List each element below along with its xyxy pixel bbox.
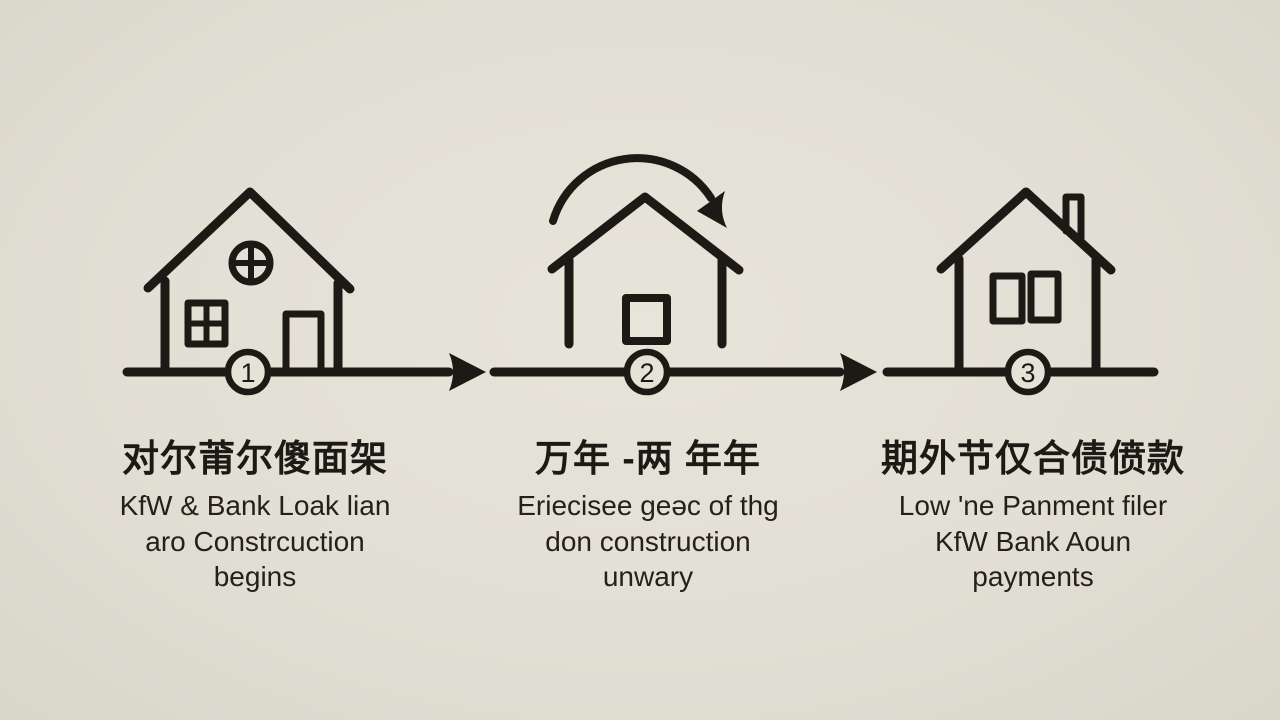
step-circle [1004, 348, 1052, 396]
roof-line [547, 192, 744, 275]
step-number: 2 [639, 358, 654, 388]
step-marker-3: 3 [1004, 348, 1052, 396]
step-1-caption-line: begins [213, 561, 297, 592]
step-2-caption-line: unwary [602, 561, 694, 592]
step-circle [224, 348, 272, 396]
paned-window-cross [185, 300, 228, 347]
step-1-caption-line: KfW & Bank Loak lian [119, 490, 391, 521]
tall-window-icon [1027, 270, 1062, 324]
round-window-cross [232, 244, 270, 282]
step-marker-2: 2 [623, 348, 671, 396]
arrow-right-icon [449, 353, 486, 391]
step-1-heading: 对尔莆尔傻面架 [122, 438, 388, 479]
step-3-caption-line: Low 'ne Panment filer [898, 490, 1168, 521]
step-2-caption-line: Eriecisee geəc of thg [517, 490, 779, 521]
roof-line [936, 187, 1116, 275]
square-window-icon [622, 294, 671, 345]
door-icon [282, 310, 325, 374]
step-3-caption-line: KfW Bank Aoun [934, 525, 1132, 557]
arrow-right-icon [840, 353, 877, 391]
step-2-caption-line: don construction [545, 525, 751, 557]
step-number: 1 [240, 358, 255, 388]
house-construction-cycle-icon [547, 154, 744, 349]
tall-window-icon [989, 272, 1026, 325]
step-3-heading: 期外节仅合债偾款 [881, 438, 1185, 479]
step-number: 3 [1020, 358, 1035, 388]
house-facade-icon [143, 187, 355, 374]
cycle-arrowhead-icon [697, 191, 727, 228]
step-1-text-block: 对尔莆尔傻面架 KfW & Bank Loak lian aro Constrc… [55, 437, 455, 595]
step-3-text-block: 期外节仅合债偾款 Low 'ne Panment filer KfW Bank … [833, 437, 1233, 595]
step-2-heading: 万年 -两 年年 [535, 438, 761, 479]
roof-line [143, 187, 355, 294]
step-2-text-block: 万年 -两 年年 Eriecisee geəc of thg don const… [448, 437, 848, 595]
step-1-caption-line: aro Constrcuction [145, 525, 365, 557]
house-chimney-icon [936, 187, 1116, 375]
step-marker-1: 1 [224, 348, 272, 396]
step-3-caption-line: payments [972, 561, 1094, 592]
chimney [1062, 193, 1085, 247]
cycle-arrow [549, 154, 715, 225]
step-circle [623, 348, 671, 396]
